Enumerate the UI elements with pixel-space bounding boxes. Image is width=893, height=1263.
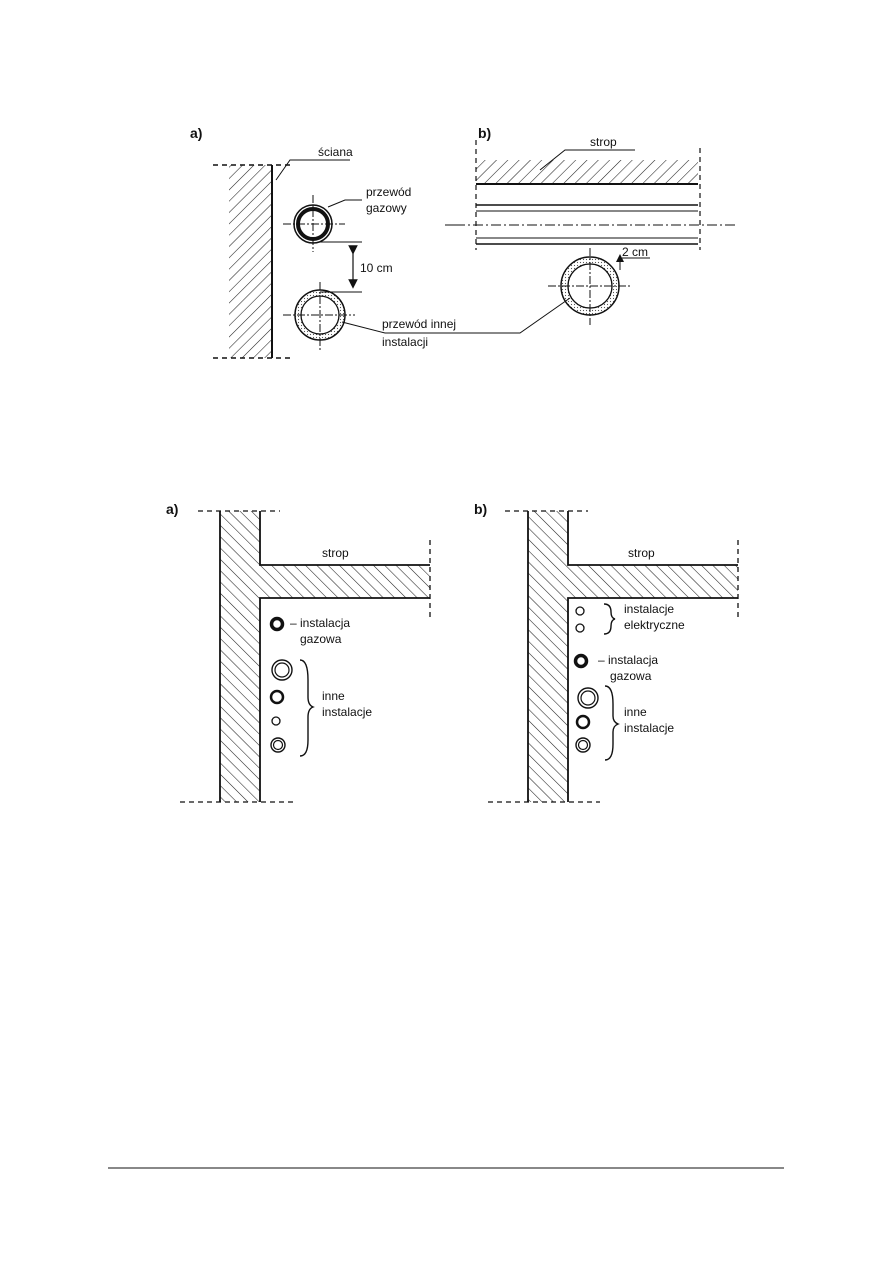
ceiling-label-b: strop [628, 546, 655, 560]
gas-pipe-leader-line [327, 199, 362, 208]
figure-2-panel-a: a) strop – instalacja gazowa inne instal… [166, 501, 431, 803]
figure-1: a) ściana przewód gazowy [190, 125, 735, 359]
electric-label-b-2: elektryczne [624, 618, 685, 632]
dimension-2cm-label: 2 cm [622, 245, 648, 259]
wall-label: ściana [318, 145, 353, 159]
panel-b-label: b) [478, 125, 491, 141]
gas-pipe-elevation [455, 204, 735, 245]
gas-pipe-label-1: przewód [366, 185, 411, 199]
other-pipe-label-1: przewód innej [382, 317, 456, 331]
ceiling-leader-line [539, 149, 635, 171]
ceiling-hatch [476, 160, 698, 184]
gas-pipe-b [573, 653, 589, 669]
other-label-a-1: inne [322, 689, 345, 703]
other-pipe-a [283, 282, 355, 350]
wall-ceiling-hatch-a [220, 511, 430, 802]
gas-pipe [283, 195, 345, 252]
other-pipes-b [575, 687, 599, 753]
gas-label-b-1: – instalacja [598, 653, 658, 667]
figure-1-panel-b: b) strop [445, 125, 735, 325]
electric-label-b-1: instalacje [624, 602, 674, 616]
other-pipe-label-2: instalacji [382, 335, 428, 349]
panel-b-label-2: b) [474, 501, 487, 517]
other-label-b-2: instalacje [624, 721, 674, 735]
panel-a-label-2: a) [166, 501, 178, 517]
gas-pipe-a [269, 616, 285, 632]
wall-ceiling-outline-b [527, 511, 738, 802]
wall-ceiling-hatch-b [528, 511, 738, 802]
figure-2: a) strop – instalacja gazowa inne instal… [166, 501, 739, 803]
figure-1-panel-a: a) ściana przewód gazowy [190, 125, 411, 359]
gas-label-b-2: gazowa [610, 669, 652, 683]
brace-a [299, 659, 315, 757]
gas-label-a-1: – instalacja [290, 616, 350, 630]
ceiling-label-a: strop [322, 546, 349, 560]
ceiling-label: strop [590, 135, 617, 149]
gas-pipe-label-2: gazowy [366, 201, 407, 215]
dimension-10cm-label: 10 cm [360, 261, 393, 275]
brace-other-b [604, 685, 620, 761]
gas-label-a-2: gazowa [300, 632, 342, 646]
other-pipe-b [548, 248, 630, 325]
other-pipe-leader-line [341, 297, 571, 334]
panel-a-label: a) [190, 125, 202, 141]
wall-hatch [229, 165, 272, 358]
other-label-b-1: inne [624, 705, 647, 719]
wall-leader-line [275, 159, 350, 181]
brace-electric-b [603, 603, 616, 635]
other-pipes-a [269, 659, 293, 753]
wall-ceiling-outline-a [219, 511, 430, 802]
figure-2-panel-b: b) strop instalacje elektryczne – instal… [474, 501, 739, 803]
electric-pipes-b [575, 606, 585, 633]
other-label-a-2: instalacje [322, 705, 372, 719]
